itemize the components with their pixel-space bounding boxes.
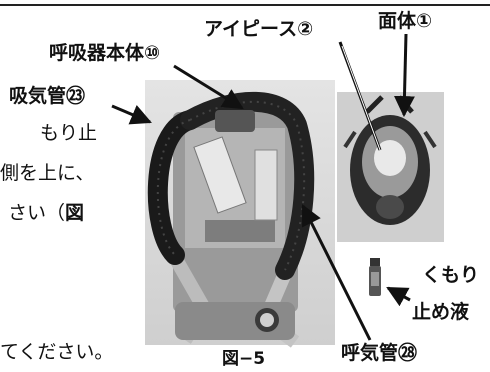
anti-fog-bottle xyxy=(369,258,381,296)
label-breathing-apparatus-body: 呼吸器本体⑩ xyxy=(49,42,161,64)
label-eyepiece: アイピース② xyxy=(204,18,314,40)
label-intake-hose: 吸気管㉓ xyxy=(9,85,86,107)
body-text-line-3: さい（図 xyxy=(8,204,84,223)
label-facepiece: 面体① xyxy=(378,10,433,32)
body-text-line-1: もり止 xyxy=(40,122,98,144)
facepiece-photo xyxy=(337,92,444,242)
bold-figure-ref: 図 xyxy=(65,202,85,224)
body-text-line-3-text: さい（図 xyxy=(8,202,85,224)
figure-caption: 図−5 xyxy=(222,349,266,369)
label-anti-fog-line2: 止め液 xyxy=(412,301,470,323)
body-text-line-4: てください。 xyxy=(0,341,114,363)
top-rule xyxy=(0,4,490,6)
body-text-line-2: 側を上に、 xyxy=(0,162,95,184)
label-anti-fog-line1: くもり xyxy=(422,264,480,286)
label-exhaust-hose: 呼気管㉘ xyxy=(341,342,418,364)
